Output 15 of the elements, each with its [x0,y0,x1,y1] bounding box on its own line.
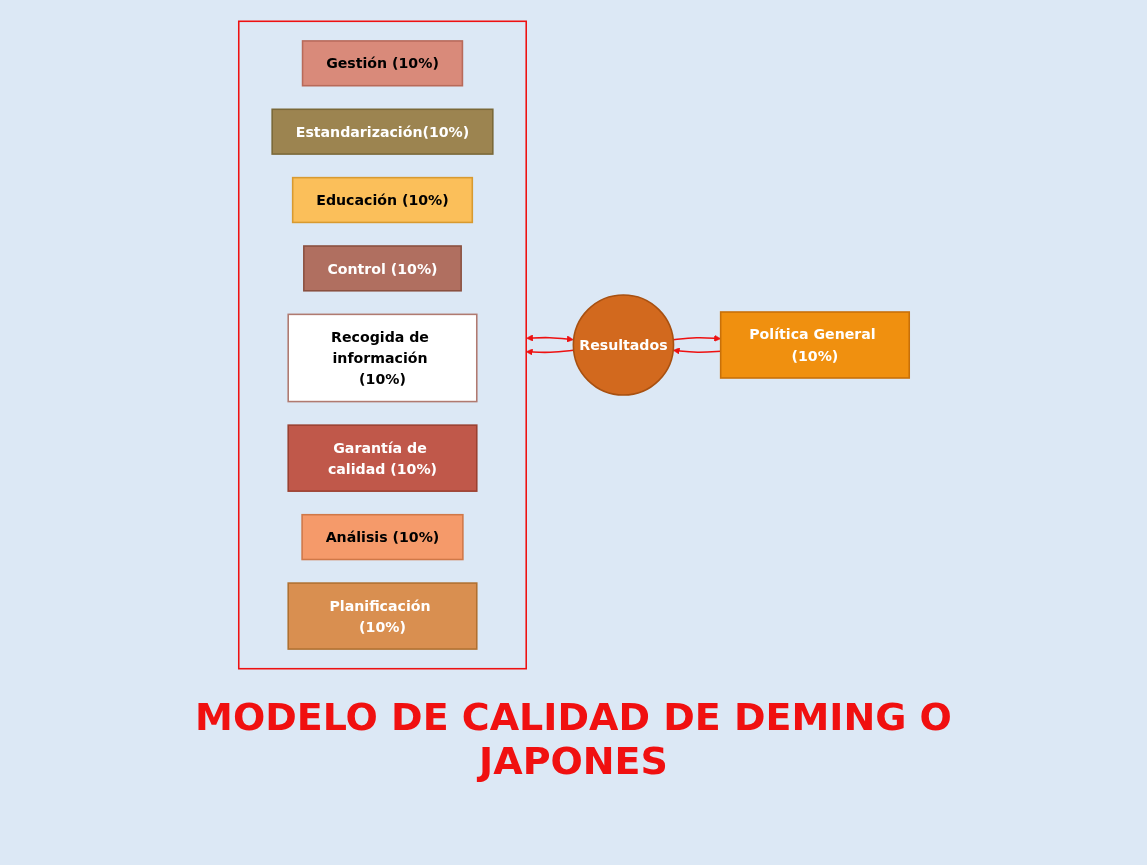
node-box: Política General (10%) [719,311,910,379]
node-box: Gestión (10%) [301,40,463,87]
node-circle: Resultados [572,294,674,396]
node-box: Control (10%) [302,245,462,292]
arrow [525,334,574,343]
node-box: Análisis (10%) [300,513,464,561]
node-box: Garantía de calidad (10%) [286,424,478,492]
node-box: Recogida de información (10%) [286,313,478,403]
arrow [525,348,574,356]
node-box: Educación (10%) [291,176,473,224]
diagram-title: MODELO DE CALIDAD DE DEMING O JAPONES [194,695,953,783]
node-box: Estandarización(10%) [270,108,494,155]
cluster [237,20,527,670]
arrow [672,347,721,355]
node-box: Planificación (10%) [286,582,478,650]
